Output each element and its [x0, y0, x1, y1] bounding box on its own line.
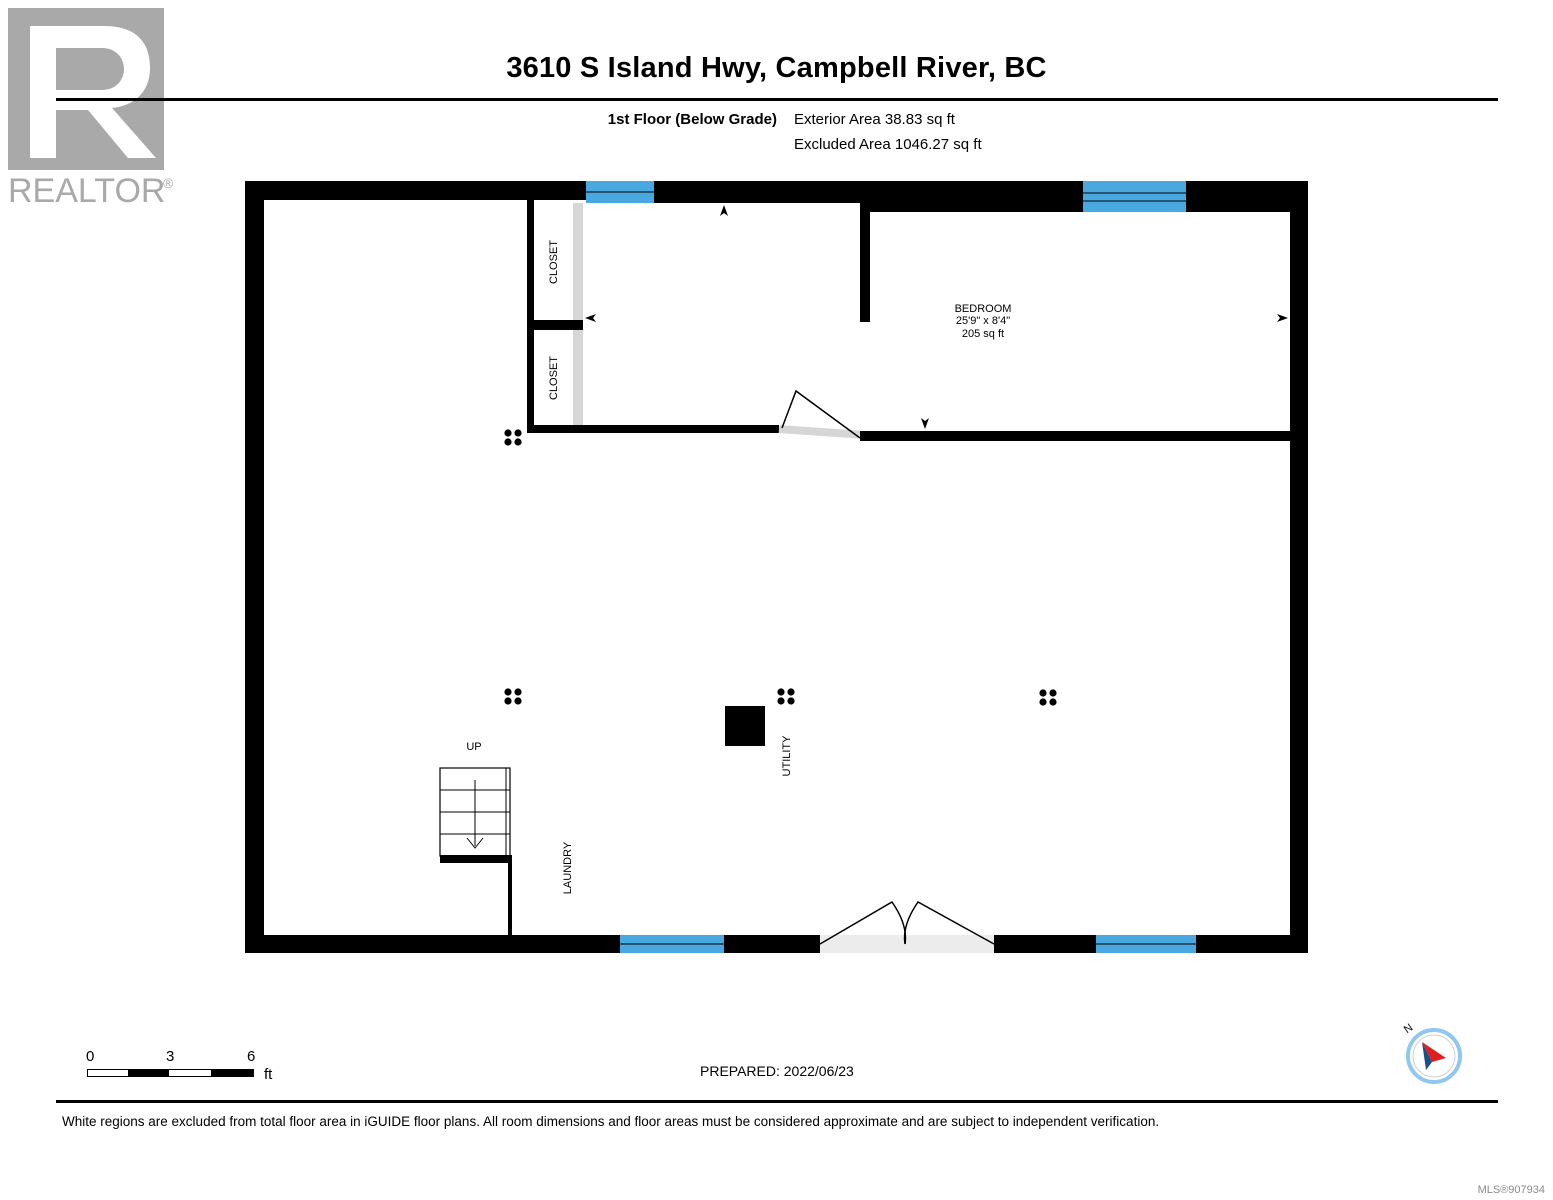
realtor-logo-text: REALTOR	[8, 172, 165, 208]
window-top-right	[1083, 181, 1186, 212]
floor-label: 1st Floor (Below Grade)	[607, 111, 777, 128]
scale-tick-6: 6	[247, 1048, 256, 1065]
stairs: UP	[439, 741, 512, 863]
room-labels: BEDROOM 25'9" x 8'4" 205 sq ft CLOSET CL…	[548, 240, 1011, 894]
footer-divider	[56, 1100, 1498, 1103]
stairs-label: UP	[466, 741, 481, 753]
arrow-down-icon	[921, 418, 929, 429]
bedroom-name: BEDROOM	[955, 303, 1012, 315]
scale-tick-3: 3	[166, 1048, 175, 1065]
post-icon	[504, 688, 522, 705]
post-icon	[504, 429, 522, 446]
laundry-label: LAUNDRY	[562, 841, 574, 894]
exterior-area: Exterior Area 38.83 sq ft	[794, 111, 955, 128]
excluded-area: Excluded Area 1046.27 sq ft	[794, 136, 982, 153]
closet-label-upper: CLOSET	[548, 240, 560, 284]
prepared-date: PREPARED: 2022/06/23	[700, 1063, 854, 1079]
page-title: 3610 S Island Hwy, Campbell River, BC	[506, 52, 1047, 84]
closet-label-lower: CLOSET	[548, 356, 560, 400]
bedroom-area: 205 sq ft	[962, 328, 1004, 340]
compass-north-label: N	[1402, 1022, 1415, 1036]
utility-label: UTILITY	[781, 735, 793, 777]
realtor-logo-registered: ®	[163, 175, 174, 191]
arrow-left-icon	[585, 314, 596, 322]
arrow-up-icon	[720, 205, 728, 216]
window-bottom-left	[620, 935, 724, 953]
post-icon	[777, 688, 795, 705]
mls-number: MLS®907934	[1477, 1184, 1545, 1196]
scale-bar-graphic	[87, 1069, 254, 1077]
windows	[586, 181, 1196, 953]
realtor-logo-icon: REALTOR ®	[8, 8, 174, 208]
post-icon	[1039, 689, 1057, 706]
utility-box	[725, 706, 765, 746]
scale-bar: 0 3 6 ft	[82, 1046, 302, 1086]
scale-unit: ft	[264, 1066, 273, 1083]
doors	[573, 203, 995, 953]
walls	[245, 181, 1308, 953]
window-bottom-right	[1096, 935, 1196, 953]
support-posts	[504, 429, 1057, 706]
dimension-arrows	[585, 205, 1288, 429]
scale-tick-0: 0	[86, 1048, 95, 1065]
disclaimer-text: White regions are excluded from total fl…	[62, 1114, 1160, 1129]
bedroom-dimensions: 25'9" x 8'4"	[956, 315, 1010, 327]
title-divider	[56, 98, 1498, 101]
window-top-left	[586, 181, 654, 203]
compass-icon: N	[1402, 1022, 1462, 1084]
arrow-right-icon	[1277, 314, 1288, 322]
